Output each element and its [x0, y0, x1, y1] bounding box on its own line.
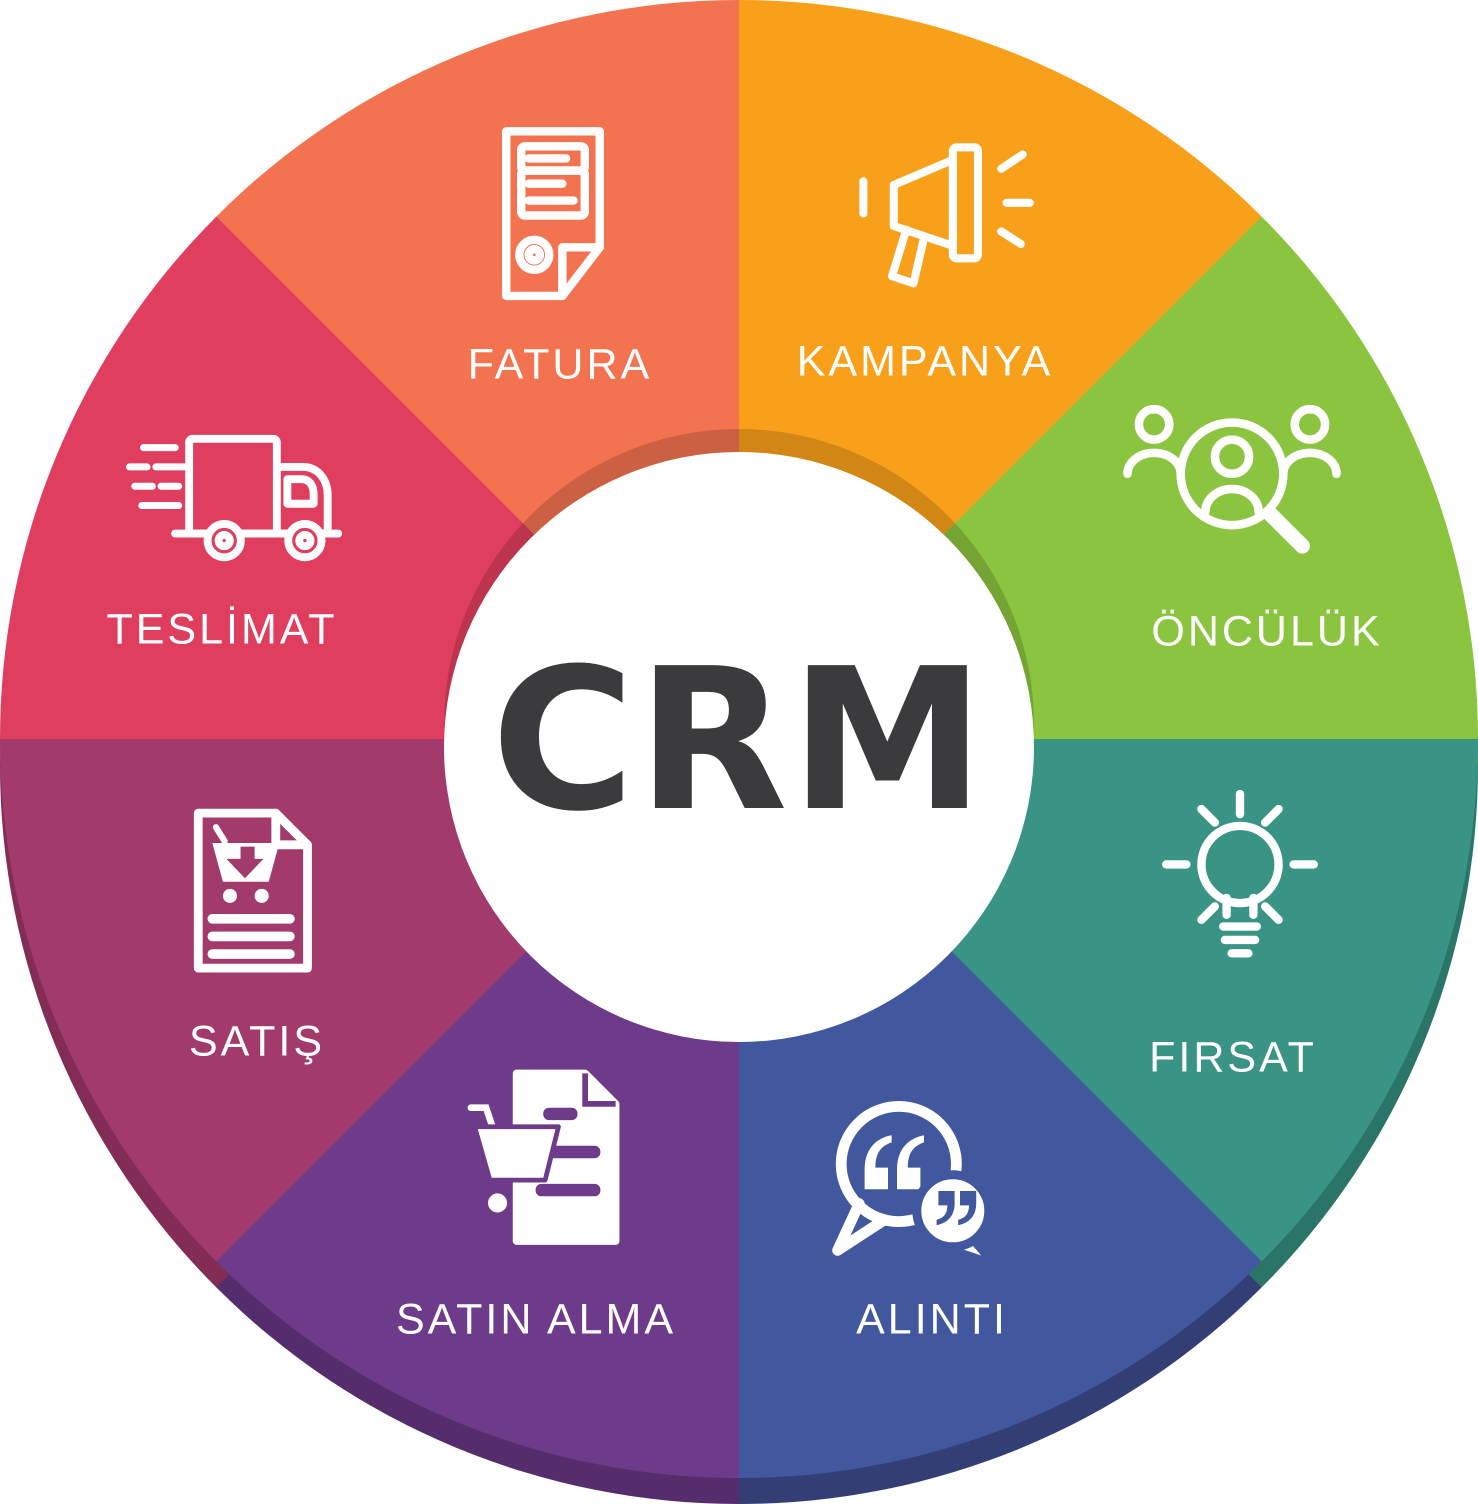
crm-title: CRM [491, 627, 987, 855]
segment-label-onculuk: ÖNCÜLÜK [1151, 607, 1383, 656]
invoice-icon [502, 127, 604, 301]
segment-label-teslimat: TESLİMAT [106, 605, 338, 654]
purchase-cart-icon [467, 1069, 620, 1245]
lead-search-icon [1123, 404, 1341, 554]
segment-label-satin-alma: SATIN ALMA [395, 1295, 677, 1344]
segment-label-kampanya: KAMPANYA [796, 337, 1054, 386]
quote-bubbles-icon [832, 1101, 996, 1267]
segment-label-alinti: ALINTI [856, 1295, 1008, 1344]
center-hub: CRM [444, 452, 1034, 1042]
delivery-truck-icon [126, 434, 343, 562]
segment-label-fatura: FATURA [467, 340, 653, 389]
megaphone-icon [859, 143, 1034, 288]
segment-label-satis: SATIŞ [188, 1017, 326, 1066]
sales-document-icon [193, 808, 312, 973]
lightbulb-icon [1162, 789, 1318, 958]
segment-label-firsat: FIRSAT [1149, 1033, 1317, 1082]
